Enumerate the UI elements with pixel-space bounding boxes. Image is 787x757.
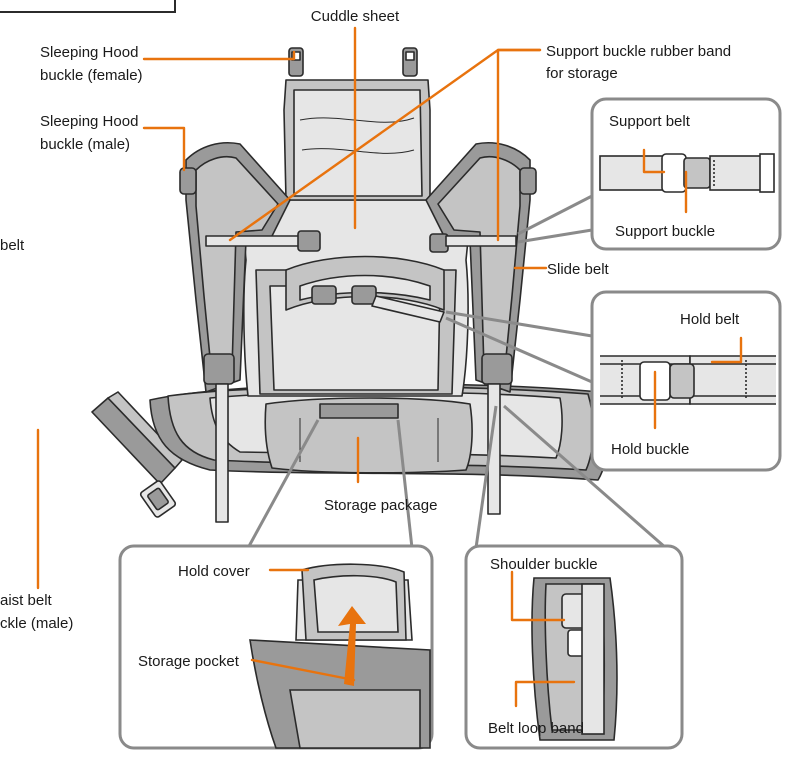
label-shoulder-buckle: Shoulder buckle [490, 556, 598, 573]
label-waist-belt-line1: aist belt [0, 592, 52, 609]
left-shoulder-strap [179, 142, 291, 523]
label-hold-cover: Hold cover [178, 563, 250, 580]
label-hood-female-line2: buckle (female) [40, 67, 143, 84]
cuddle-sheet-headrest [283, 79, 431, 201]
label-waist-belt-line2: ckle (male) [0, 615, 74, 632]
label-rubber-band-line1: Support buckle rubber band [546, 43, 732, 60]
right-shoulder-strap [425, 142, 537, 515]
hold-cover-inset [118, 419, 434, 750]
label-storage-package: Storage package [324, 497, 438, 514]
label-rubber-band-line2: for storage [546, 65, 618, 82]
label-belt-loop-band: Belt loop band [488, 720, 584, 737]
support-belt-across [205, 230, 517, 253]
left-waist-strap [91, 391, 183, 518]
hold-belt-band [285, 255, 445, 323]
label-support-buckle: Support buckle [615, 223, 716, 240]
label-slide-belt: Slide belt [547, 261, 609, 278]
label-support-belt: Support belt [609, 113, 690, 130]
leader-lines [36, 26, 743, 708]
label-hold-buckle: Hold buckle [611, 441, 690, 458]
label-cuddle-sheet: Cuddle sheet [310, 8, 400, 25]
storage-package-pocket [264, 397, 473, 474]
hood-buckle-female-pair [288, 47, 418, 77]
label-hold-belt: Hold belt [680, 311, 740, 328]
label-hood-female-line1: Sleeping Hood [40, 44, 139, 61]
baby-carrier-illustration [91, 47, 609, 523]
label-hood-male-line2: buckle (male) [40, 136, 131, 153]
label-storage-pocket: Storage pocket [138, 653, 239, 670]
label-hood-male-line1: Sleeping Hood [40, 113, 139, 130]
top-left-box [0, 0, 176, 13]
label-partial-belt: belt [0, 237, 25, 254]
